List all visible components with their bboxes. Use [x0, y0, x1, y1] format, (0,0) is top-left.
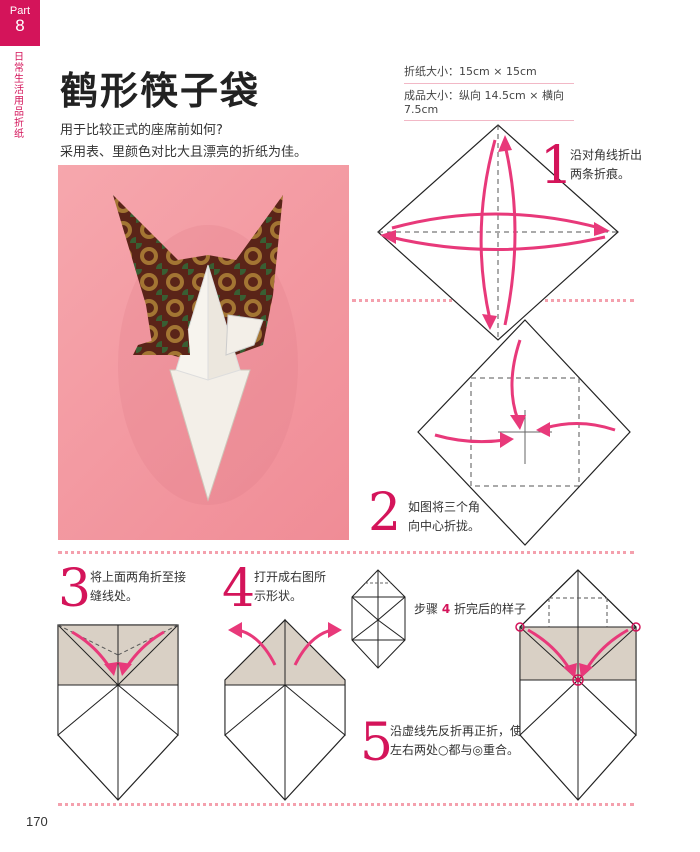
step4-line-2: 示形状。 — [254, 589, 303, 603]
step1-number: 1 — [540, 136, 574, 196]
after-step4-suffix: 折完后的样子 — [450, 602, 527, 616]
step1-text: 沿对角线折出 两条折痕。 — [570, 146, 642, 184]
paper-size: 折纸大小：15cm × 15cm — [404, 60, 574, 84]
after-step4-prefix: 步骤 — [414, 602, 442, 616]
step3-text: 将上面两角折至接 缝线处。 — [90, 568, 186, 606]
step5-line-1: 沿虚线先反折再正折，使 — [390, 724, 523, 738]
after-step4-num: 4 — [441, 602, 451, 616]
step5-line-2: 左右两处○都与◎重合。 — [390, 743, 519, 757]
divider-2 — [58, 551, 634, 554]
step3-number: 3 — [58, 559, 92, 619]
step3-line-2: 缝线处。 — [90, 589, 139, 603]
part-label: Part — [9, 5, 31, 17]
step2-line-2: 向中心折拢。 — [408, 519, 481, 533]
step2-line-1: 如图将三个角 — [408, 500, 481, 514]
step5-number: 5 — [360, 713, 394, 773]
step1-line-2: 两条折痕。 — [570, 167, 631, 181]
subtitle-line-1: 用于比较正式的座席前如何? — [60, 123, 223, 138]
finished-size: 成品大小：纵向 14.5cm × 横向 7.5cm — [404, 84, 574, 121]
divider-3 — [58, 803, 634, 806]
crane-chopstick-bag-image — [113, 195, 298, 505]
subtitle-line-2: 采用表、里颜色对比大且漂亮的折纸为佳。 — [60, 145, 308, 160]
step4-line-1: 打开成右图所 — [254, 570, 327, 584]
part-number: 8 — [15, 16, 25, 35]
part-tab: Part 8 — [0, 0, 40, 46]
step5-text: 沿虚线先反折再正折，使 左右两处○都与◎重合。 — [390, 722, 522, 760]
product-photo — [58, 165, 349, 540]
step2-text: 如图将三个角 向中心折拢。 — [408, 498, 480, 536]
size-info: 折纸大小：15cm × 15cm 成品大小：纵向 14.5cm × 横向 7.5… — [404, 60, 574, 121]
step2-number: 2 — [368, 483, 402, 543]
step4-number: 4 — [222, 559, 256, 619]
step1-line-1: 沿对角线折出 — [570, 148, 643, 162]
after-step4-caption: 步骤 4 折完后的样子 — [414, 600, 526, 619]
page-number: 170 — [26, 814, 48, 829]
page-title: 鹤形筷子袋 — [60, 69, 261, 113]
step3-line-1: 将上面两角折至接 — [90, 570, 187, 584]
step4-text: 打开成右图所 示形状。 — [254, 568, 326, 606]
category-vertical: 日常生活用品折纸 — [14, 52, 24, 140]
